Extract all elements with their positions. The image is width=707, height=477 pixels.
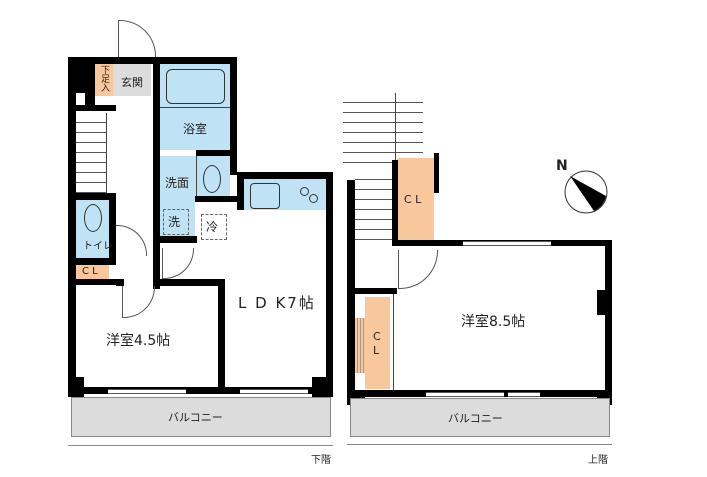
balcony bbox=[71, 397, 331, 437]
wall bbox=[153, 236, 197, 243]
balcony bbox=[350, 398, 610, 437]
bathtub-icon bbox=[166, 69, 225, 104]
window bbox=[463, 241, 551, 246]
wall bbox=[392, 160, 398, 245]
lower-floor-label: 下階 bbox=[311, 455, 331, 466]
western-room-4-5-label: 洋室4.5帖 bbox=[106, 333, 171, 349]
shoe-storage bbox=[95, 64, 113, 96]
toilet-label: トイレ bbox=[83, 241, 113, 252]
genkan-area bbox=[113, 64, 151, 96]
washer-area bbox=[160, 196, 195, 236]
staircase bbox=[355, 170, 392, 240]
wall bbox=[76, 105, 116, 111]
wall bbox=[68, 193, 116, 200]
closet bbox=[76, 265, 109, 279]
room-door-swing bbox=[398, 250, 438, 289]
compass-north-label: N bbox=[556, 158, 568, 174]
wall bbox=[230, 57, 237, 175]
balcony-label: バルコニー bbox=[448, 412, 503, 425]
window bbox=[240, 389, 308, 394]
closet-label: C L bbox=[82, 266, 98, 277]
washer-label: 洗 bbox=[168, 215, 181, 229]
genkan-label: 玄関 bbox=[121, 76, 143, 89]
western-room-8-5-label: 洋室8.5帖 bbox=[461, 314, 526, 330]
stove-icon bbox=[309, 194, 318, 203]
window bbox=[508, 392, 540, 397]
sink-icon bbox=[203, 165, 221, 193]
wall bbox=[153, 57, 237, 64]
upper-floor-label: 上階 bbox=[588, 455, 608, 466]
wall bbox=[195, 196, 237, 202]
closet-side bbox=[365, 297, 390, 389]
corridor-door-swing bbox=[162, 248, 194, 279]
wall bbox=[68, 57, 76, 397]
window bbox=[108, 389, 186, 394]
balcony-label: バルコニー bbox=[168, 411, 223, 424]
fridge-label: 冷 bbox=[206, 220, 219, 234]
wall bbox=[68, 258, 116, 265]
staircase bbox=[76, 113, 106, 193]
room-door-swing bbox=[122, 286, 155, 318]
wall bbox=[68, 377, 84, 397]
wall bbox=[218, 279, 225, 394]
wall bbox=[153, 279, 225, 286]
wall bbox=[116, 279, 124, 286]
closet-top-label: C L bbox=[404, 193, 422, 206]
kitchen-sink-icon bbox=[250, 183, 280, 209]
wall bbox=[196, 150, 237, 156]
wall bbox=[68, 279, 116, 285]
wall bbox=[109, 193, 116, 265]
stove-icon bbox=[300, 187, 309, 196]
wall bbox=[434, 153, 439, 193]
bathroom-label: 浴室 bbox=[183, 122, 208, 136]
wall bbox=[312, 377, 333, 397]
entrance-door-swing bbox=[118, 20, 156, 57]
fridge-icon bbox=[201, 214, 227, 240]
wall bbox=[326, 172, 333, 397]
washroom-label: 洗面 bbox=[165, 176, 190, 190]
wall bbox=[68, 387, 333, 394]
wall bbox=[237, 172, 244, 210]
shoe-storage-label: 下足入 bbox=[99, 65, 109, 92]
window bbox=[426, 392, 504, 397]
wall bbox=[237, 172, 333, 179]
closet-side-label: C L bbox=[373, 330, 381, 357]
wall bbox=[605, 240, 612, 405]
staircase bbox=[343, 93, 423, 168]
washer-icon bbox=[163, 209, 189, 235]
toilet-door-swing bbox=[116, 225, 147, 256]
closet-top bbox=[397, 158, 434, 240]
toilet-icon bbox=[84, 204, 102, 232]
compass-icon bbox=[564, 170, 608, 214]
ldk-label: L D K7帖 bbox=[238, 294, 316, 312]
wall bbox=[597, 290, 605, 315]
wall bbox=[347, 180, 355, 405]
wall bbox=[68, 57, 156, 64]
wall bbox=[153, 57, 160, 289]
wall bbox=[355, 288, 397, 294]
